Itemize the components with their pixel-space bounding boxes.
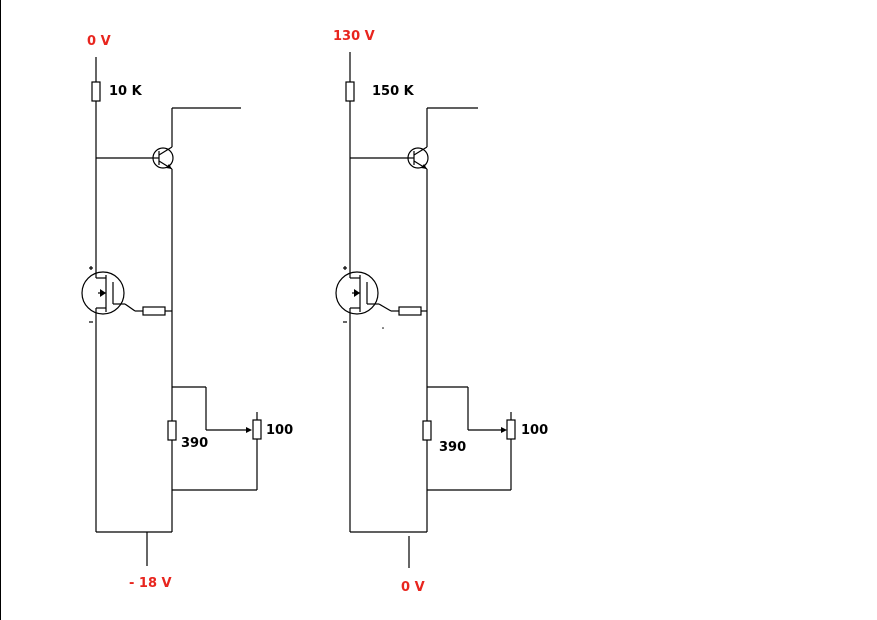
circuit-1-transistor-icon [152,146,174,170]
circuit-2-resistor-390 [422,420,432,441]
circuit-2-mosfet-icon [335,266,379,323]
circuit-1-mosfet-icon [81,266,125,323]
circuit-1-resistor-390 [167,420,177,441]
circuit-2: 130 V 150 K [333,29,548,595]
circuit-2-gate-resistor [398,306,422,316]
circuit-2-top-rail-label: 130 V [333,29,375,44]
circuit-1-potentiometer [252,419,262,440]
circuit-1-resistor-390-label: 390 [181,436,208,451]
circuit-2-potentiometer-label: 100 [521,423,548,438]
circuit-2-resistor-top-label: 150 K [372,84,415,99]
circuit-2-transistor-icon [407,146,429,170]
circuit-2-resistor-390-label: 390 [439,440,466,455]
circuit-1-potentiometer-label: 100 [266,423,293,438]
circuit-1-gate-resistor [142,306,166,316]
circuit-1-top-rail-label: 0 V [87,34,111,49]
circuit-1-bottom-rail-label: - 18 V [129,576,172,591]
circuit-1: 0 V 10 K [81,34,293,591]
circuit-1-resistor-top-label: 10 K [109,84,143,99]
circuit-2-potentiometer [506,419,516,440]
circuit-2-resistor-top [345,81,355,102]
circuit-2-bottom-rail-label: 0 V [401,580,425,595]
circuit-1-resistor-top [91,81,101,102]
